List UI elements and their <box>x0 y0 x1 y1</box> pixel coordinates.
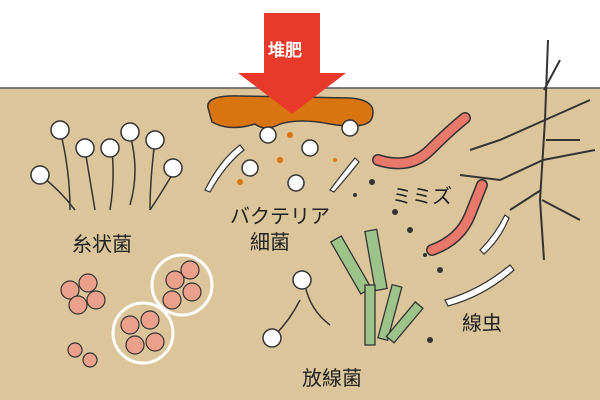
actinomycetes-icon <box>329 228 424 346</box>
root-icon <box>459 39 596 261</box>
fungi-label: 糸状菌 <box>72 232 132 256</box>
earthworm-label: ミミズ <box>392 184 452 208</box>
actinomycetes-label: 放線菌 <box>302 366 362 390</box>
bacteria-label-line1: バクテリア <box>230 204 330 228</box>
nematode-label: 線虫 <box>462 311 502 335</box>
nematode-icon <box>444 214 515 307</box>
fungi-icon <box>30 120 183 211</box>
compost-label: 堆肥 <box>268 41 302 61</box>
compost-arrow-icon <box>238 13 346 114</box>
bacteria-icon <box>241 119 359 192</box>
bacteria-label-line2: 細菌 <box>250 230 290 254</box>
